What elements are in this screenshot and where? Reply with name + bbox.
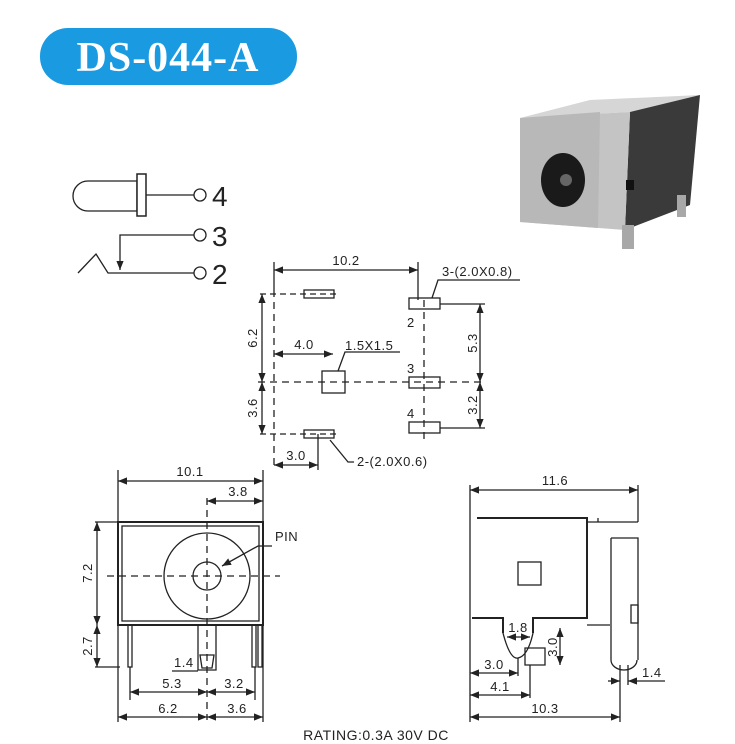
dim-pin-width: 1.4 <box>174 655 194 670</box>
pad-2-label: 2 <box>407 315 415 330</box>
pin-callout: PIN <box>275 529 298 544</box>
pad-spec-top: 3-(2.0X0.8) <box>442 264 513 279</box>
part-number: DS-044-A <box>77 35 260 81</box>
dim-center-offset: 3.8 <box>228 484 248 499</box>
pad-spec-bottom: 2-(2.0X0.6) <box>357 454 428 469</box>
pin-3-label: 3 <box>212 221 228 252</box>
dim-right-lower: 3.2 <box>465 395 480 415</box>
dim-side-total: 10.3 <box>531 701 558 716</box>
front-view: 10.1 3.8 PIN 7.2 2.7 1.4 5.3 3.2 6.2 3.6 <box>80 464 298 722</box>
dim-left-pin: 5.3 <box>162 676 182 691</box>
pin-4-label: 4 <box>212 181 228 212</box>
dim-left-body: 6.2 <box>158 701 178 716</box>
schematic-symbol: 4 3 2 <box>72 173 228 290</box>
dim-pin-a: 3.0 <box>484 657 504 672</box>
dim-width: 10.2 <box>332 253 359 268</box>
dim-pin-length: 2.7 <box>80 636 95 656</box>
dim-pad-offset: 3.0 <box>286 448 306 463</box>
dim-right-pin: 3.2 <box>224 676 244 691</box>
dim-right-body: 3.6 <box>227 701 247 716</box>
dim-slot: 1.8 <box>508 620 528 635</box>
pcb-footprint: 10.2 2 3 4 3-(2.0X0.8) 1.5X1.5 4.0 3.0 2… <box>245 253 520 470</box>
rating-text: RATING:0.3A 30V DC <box>303 727 449 743</box>
dim-lower: 3.6 <box>245 398 260 418</box>
dim-front-height: 7.2 <box>80 563 95 583</box>
dim-side-width: 11.6 <box>542 473 568 488</box>
dim-rear-pin: 1.4 <box>642 665 662 680</box>
pad-3-label: 3 <box>407 361 415 376</box>
dim-square-offset: 4.0 <box>294 337 314 352</box>
title-badge: DS-044-A <box>40 28 297 85</box>
dim-pin-b: 4.1 <box>490 679 510 694</box>
square-pad-spec: 1.5X1.5 <box>345 338 393 353</box>
dim-pin-height: 3.0 <box>545 637 560 657</box>
side-view: 11.6 1.8 3.0 3.0 4.1 10.3 1.4 <box>469 473 665 722</box>
pin-2-label: 2 <box>212 259 228 290</box>
dim-front-width: 10.1 <box>176 464 203 479</box>
dim-upper: 6.2 <box>245 328 260 348</box>
product-photo <box>520 95 700 249</box>
pad-4-label: 4 <box>407 406 415 421</box>
dim-right-upper: 5.3 <box>465 333 480 353</box>
